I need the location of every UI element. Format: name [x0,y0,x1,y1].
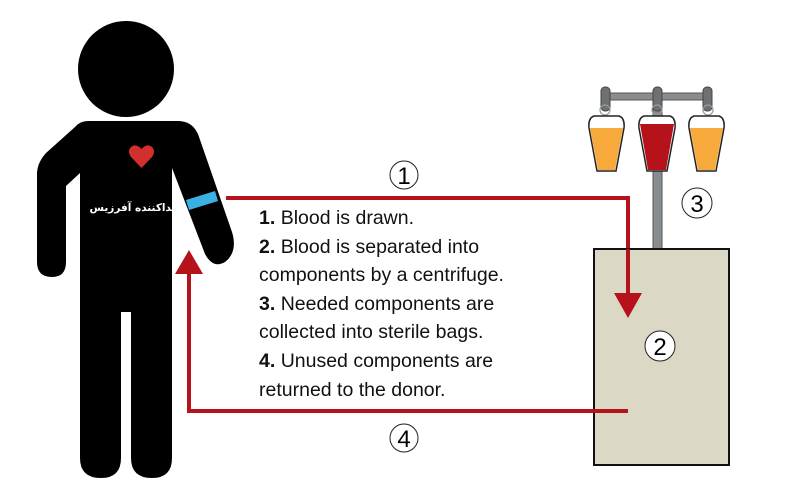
step-4-line-2: returned to the donor. [259,378,446,401]
collection-stand [588,86,725,250]
marker-3: 3 [681,187,713,219]
marker-4-label: 4 [397,426,410,453]
red-cell-bag-center [638,115,676,172]
step-4-line-1: 4. Unused components are [259,347,579,376]
arrow-head-up [175,250,203,274]
step-2-number: 2. [259,235,276,258]
step-2-text: Blood is separated into [280,235,480,258]
marker-1-label: 1 [397,163,410,190]
step-2-line-2: components by a centrifuge. [259,264,504,287]
donor-head [78,21,174,117]
marker-2-label: 2 [653,334,666,361]
plasma-bag-left [588,115,625,172]
step-1-text: Blood is drawn. [280,207,415,229]
donor-body [37,121,234,478]
arrow-return [175,250,628,413]
step-4-text: Unused components are [280,349,494,372]
step-3-text: Needed components are [280,292,495,315]
step-3-number: 3. [259,292,276,315]
step-2-line-1: 2. Blood is separated into [259,233,579,262]
marker-1: 1 [389,160,419,190]
armband [186,191,218,210]
plasma-bag-right [688,115,725,172]
step-4-number: 4. [259,349,276,372]
steps-list: 1. Blood is drawn. 2. Blood is separated… [259,204,579,404]
step-3-line-2: collected into sterile bags. [259,321,484,344]
donor-figure [37,21,234,478]
step-3-line-1: 3. Needed components are [259,290,579,319]
marker-4: 4 [389,423,419,453]
donor-shirt-label: اهداکننده آفرزیس [89,202,183,214]
arrow-draw-overlay [614,249,642,318]
step-1-line-1: 1. Blood is drawn. [259,204,579,233]
marker-2: 2 [644,330,676,362]
step-1-number: 1. [259,207,276,229]
heart-icon [129,145,154,168]
marker-3-label: 3 [690,191,703,218]
